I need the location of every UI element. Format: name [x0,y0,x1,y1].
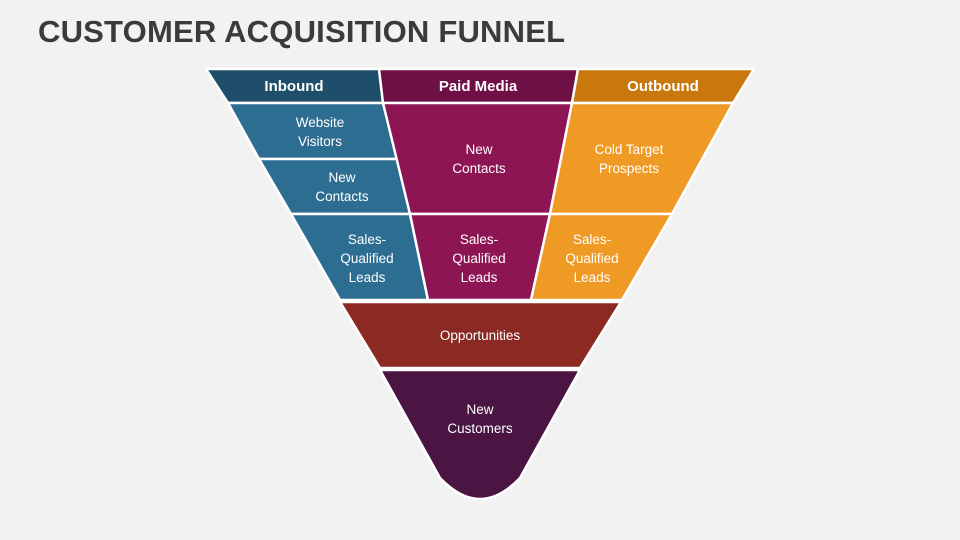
label-line: Opportunities [440,328,521,343]
label-line: Visitors [298,134,342,149]
label-line: Website [296,115,345,130]
label-line: Cold Target [595,142,664,157]
label-line: Prospects [599,161,659,176]
page-title: CUSTOMER ACQUISITION FUNNEL [38,14,566,49]
label-line: Inbound [264,78,323,95]
outbound-sql-segment [529,212,675,302]
label-line: Outbound [627,78,699,95]
label-line: Qualified [452,251,505,266]
label-line: Contacts [452,161,506,176]
label-line: New [465,142,492,157]
label-line: Qualified [565,251,618,266]
label-line: New [328,170,355,185]
outbound-header-label: Outbound [627,78,699,95]
label-line: Leads [349,270,386,285]
inbound-website-visitors-segment [225,101,400,161]
label-line: Qualified [340,251,393,266]
label-line: Sales- [573,232,611,247]
new-customers-segment [377,368,583,501]
opportunities-label: Opportunities [440,328,521,343]
paid-new-contacts-segment [381,101,574,216]
label-line: New [466,402,493,417]
label-line: Contacts [315,189,369,204]
paid-media-header-label: Paid Media [439,78,518,95]
label-line: Sales- [460,232,498,247]
outbound-cold-prospects-segment [548,101,736,216]
inbound-new-contacts-segment [256,157,412,216]
label-line: Leads [461,270,498,285]
label-line: Leads [574,270,611,285]
inbound-header-label: Inbound [264,78,323,95]
label-line: Paid Media [439,78,518,95]
label-line: Sales- [348,232,386,247]
label-line: Customers [447,421,513,436]
opportunities-segment [337,300,624,370]
